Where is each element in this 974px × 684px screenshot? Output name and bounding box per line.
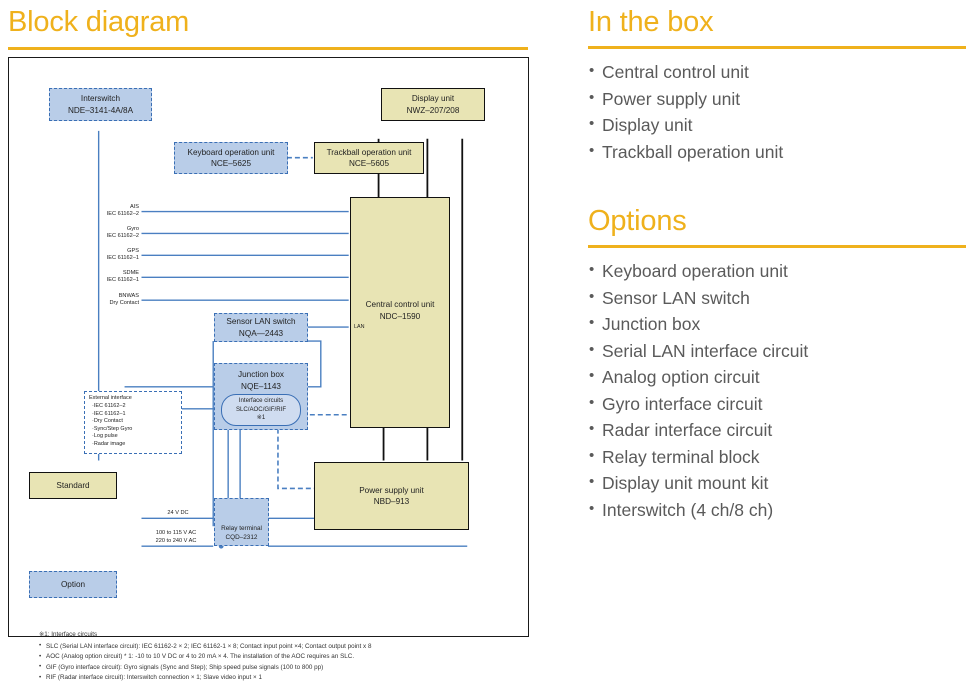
block-sensor-lan-switch[interactable]: Sensor LAN switch NQA—2443 bbox=[214, 313, 308, 342]
block-relay-model: CQD–2312 bbox=[225, 534, 258, 541]
block-diagram-panel: Interswitch NDE–3141-4A/8A Display unit … bbox=[8, 57, 529, 683]
in-the-box-underline bbox=[588, 46, 966, 49]
signal-label-sdme: SDME IEC 61162–1 bbox=[64, 270, 139, 285]
options-title: Options bbox=[588, 205, 687, 237]
right-column: In the box Central control unit Power su… bbox=[588, 8, 966, 523]
page-root: Block diagram bbox=[0, 0, 974, 656]
signal-label-ais: AIS IEC 61162–2 bbox=[64, 204, 139, 219]
external-interface-item-0: ·IEC 61162–2 bbox=[92, 403, 126, 410]
interface-circuits-node[interactable]: Interface circuits SLC/AOC/GIF/RIF ※1 bbox=[221, 394, 301, 426]
block-trackball-model: NCE–5605 bbox=[348, 159, 390, 168]
block-power-supply-unit[interactable]: Power supply unit NBD–913 bbox=[314, 462, 469, 530]
signal-gps-std: IEC 61162–1 bbox=[106, 255, 139, 262]
in-the-box-title: In the box bbox=[588, 6, 714, 38]
block-trackball-name: Trackball operation unit bbox=[326, 147, 412, 157]
signal-ais-name: AIS bbox=[129, 204, 139, 210]
in-the-box-section: In the box Central control unit Power su… bbox=[588, 8, 966, 165]
options-underline bbox=[588, 245, 966, 248]
external-interface-title: External interface bbox=[89, 395, 132, 401]
block-sensor-lan-name: Sensor LAN switch bbox=[226, 317, 296, 326]
note-aoc: AOC (Analog option circuit) * 1: -10 to … bbox=[39, 652, 509, 663]
block-keyboard-model: NCE–5625 bbox=[210, 159, 252, 168]
options-section: Options Keyboard operation unit Sensor L… bbox=[588, 207, 966, 523]
list-item: Junction box bbox=[588, 310, 966, 338]
interface-circuits-line1: Interface circuits bbox=[238, 397, 284, 405]
signal-label-bnwas: BNWAS Dry Contact bbox=[64, 293, 139, 308]
note-slc: SLC (Serial LAN interface circuit): IEC … bbox=[39, 641, 509, 652]
block-sensor-lan-model: NQA—2443 bbox=[238, 328, 284, 338]
power-label-dc: 24 V DC bbox=[167, 510, 189, 516]
list-item: Sensor LAN switch bbox=[588, 284, 966, 312]
options-list: Keyboard operation unit Sensor LAN switc… bbox=[588, 257, 966, 524]
block-power-name: Power supply unit bbox=[359, 485, 424, 495]
signal-label-gps: GPS IEC 61162–1 bbox=[64, 248, 139, 263]
block-display-unit-name: Display unit bbox=[411, 94, 455, 103]
title-underline bbox=[8, 47, 528, 50]
list-item: Display unit bbox=[588, 111, 966, 139]
external-interface-box: External interface ·IEC 61162–2 ·IEC 611… bbox=[84, 391, 182, 454]
list-item: Central control unit bbox=[588, 58, 966, 86]
power-label-ac1: 100 to 115 V AC bbox=[155, 530, 197, 536]
list-item: Radar interface circuit bbox=[588, 416, 966, 444]
block-display-unit-model: NWZ–207/208 bbox=[406, 105, 460, 115]
external-interface-item-2: ·Dry Contact bbox=[92, 418, 123, 425]
block-junction-name: Junction box bbox=[238, 370, 284, 379]
signal-gps-name: GPS bbox=[127, 248, 139, 254]
legend-option: Option bbox=[29, 571, 117, 598]
interface-circuits-line2: SLC/AOC/GIF/RIF bbox=[235, 405, 287, 413]
list-item: Relay terminal block bbox=[588, 443, 966, 471]
external-interface-item-5: ·Radar image bbox=[92, 441, 126, 448]
block-keyboard-name: Keyboard operation unit bbox=[187, 147, 275, 157]
signal-sdme-name: SDME bbox=[122, 270, 139, 276]
signal-gyro-name: Gyro bbox=[126, 226, 139, 232]
signal-bnwas-name: BNWAS bbox=[118, 293, 139, 299]
page-title: Block diagram bbox=[8, 6, 190, 38]
external-interface-item-4: ·Log pulse bbox=[92, 433, 118, 440]
notes-title: ※1: Interface circuits bbox=[39, 631, 98, 638]
list-item: Serial LAN interface circuit bbox=[588, 337, 966, 365]
signal-label-gyro: Gyro IEC 61162–2 bbox=[64, 226, 139, 241]
signal-sdme-std: IEC 61162–1 bbox=[106, 277, 139, 284]
in-the-box-list: Central control unit Power supply unit D… bbox=[588, 58, 966, 166]
block-display-unit[interactable]: Display unit NWZ–207/208 bbox=[381, 88, 485, 121]
signal-gyro-std: IEC 61162–2 bbox=[106, 233, 139, 240]
block-interswitch-name: Interswitch bbox=[80, 94, 121, 103]
block-interswitch-model: NDE–3141-4A/8A bbox=[67, 105, 134, 115]
external-interface-item-3: ·Sync/Step Gyro bbox=[92, 425, 133, 432]
block-keyboard-operation-unit[interactable]: Keyboard operation unit NCE–5625 bbox=[174, 142, 288, 174]
note-rif: RIF (Radar interface circuit): Interswit… bbox=[39, 673, 509, 684]
list-item: Trackball operation unit bbox=[588, 138, 966, 166]
power-label-ac2: 220 to 240 V AC bbox=[155, 537, 197, 544]
signal-bnwas-std: Dry Contact bbox=[109, 300, 139, 307]
legend-standard: Standard bbox=[29, 472, 117, 499]
block-diagram-heading: Block diagram bbox=[8, 8, 528, 50]
power-label-ac: 100 to 115 V AC 220 to 240 V AC bbox=[140, 530, 212, 545]
list-item: Analog option circuit bbox=[588, 363, 966, 391]
interface-circuits-note-ref: ※1 bbox=[256, 414, 266, 422]
block-relay-terminal[interactable]: Relay terminal CQD–2312 bbox=[214, 498, 269, 546]
block-trackball-operation-unit[interactable]: Trackball operation unit NCE–5605 bbox=[314, 142, 424, 174]
list-item: Power supply unit bbox=[588, 85, 966, 113]
legend-option-label: Option bbox=[60, 580, 86, 589]
signal-ais-std: IEC 61162–2 bbox=[106, 211, 139, 218]
list-item: Interswitch (4 ch/8 ch) bbox=[588, 496, 966, 524]
block-central-control-unit[interactable]: Central control unit NDC–1590 bbox=[350, 197, 450, 428]
external-interface-item-1: ·IEC 61162–1 bbox=[92, 410, 126, 417]
list-item: Display unit mount kit bbox=[588, 469, 966, 497]
legend-standard-label: Standard bbox=[56, 481, 90, 490]
note-gif: GIF (Gyro interface circuit): Gyro signa… bbox=[39, 662, 509, 673]
block-central-model: NDC–1590 bbox=[379, 311, 421, 321]
block-junction-model: NQE–1143 bbox=[241, 381, 281, 391]
block-interswitch[interactable]: Interswitch NDE–3141-4A/8A bbox=[49, 88, 152, 121]
diagram-notes: ※1: Interface circuits SLC (Serial LAN i… bbox=[39, 630, 509, 684]
block-relay-name: Relay terminal bbox=[221, 525, 262, 532]
list-item: Gyro interface circuit bbox=[588, 390, 966, 418]
list-item: Keyboard operation unit bbox=[588, 257, 966, 285]
block-central-name: Central control unit bbox=[365, 300, 435, 309]
block-power-model: NBD–913 bbox=[373, 497, 410, 506]
lan-port-label: LAN bbox=[354, 324, 365, 330]
